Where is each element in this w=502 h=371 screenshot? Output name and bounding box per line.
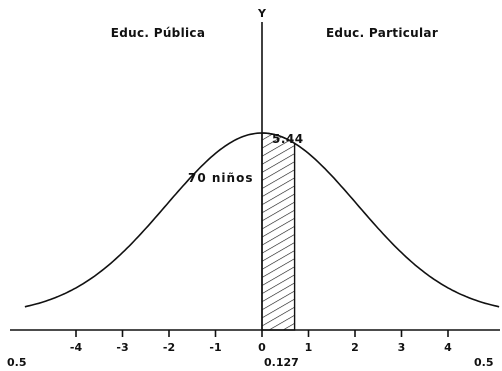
shaded-area bbox=[261, 132, 296, 331]
x-tick-label: -4 bbox=[70, 341, 83, 354]
x-axis-ticks: -4 -3 -2 -1 0 1 2 3 4 bbox=[70, 330, 452, 354]
bottom-left-label: 0.5 bbox=[7, 356, 27, 369]
bottom-center-label: 0.127 bbox=[264, 356, 299, 369]
x-tick-label: 4 bbox=[444, 341, 452, 354]
x-tick-label: 0 bbox=[258, 341, 266, 354]
left-region-label: Educ. Pública bbox=[111, 26, 205, 40]
bottom-right-label: 0.5 bbox=[474, 356, 494, 369]
y-axis-label: Y bbox=[257, 7, 267, 20]
shaded-region-annotation: 70 niños bbox=[188, 171, 253, 185]
x-tick-label: 2 bbox=[351, 341, 359, 354]
x-tick-label: 3 bbox=[398, 341, 406, 354]
right-region-label: Educ. Particular bbox=[326, 26, 438, 40]
x-tick-label: -3 bbox=[116, 341, 128, 354]
x-tick-label: -2 bbox=[163, 341, 175, 354]
distribution-curve bbox=[24, 132, 500, 308]
peak-value-label: 5.44 bbox=[272, 132, 304, 146]
x-tick-label: 1 bbox=[305, 341, 313, 354]
x-tick-label: -1 bbox=[209, 341, 221, 354]
